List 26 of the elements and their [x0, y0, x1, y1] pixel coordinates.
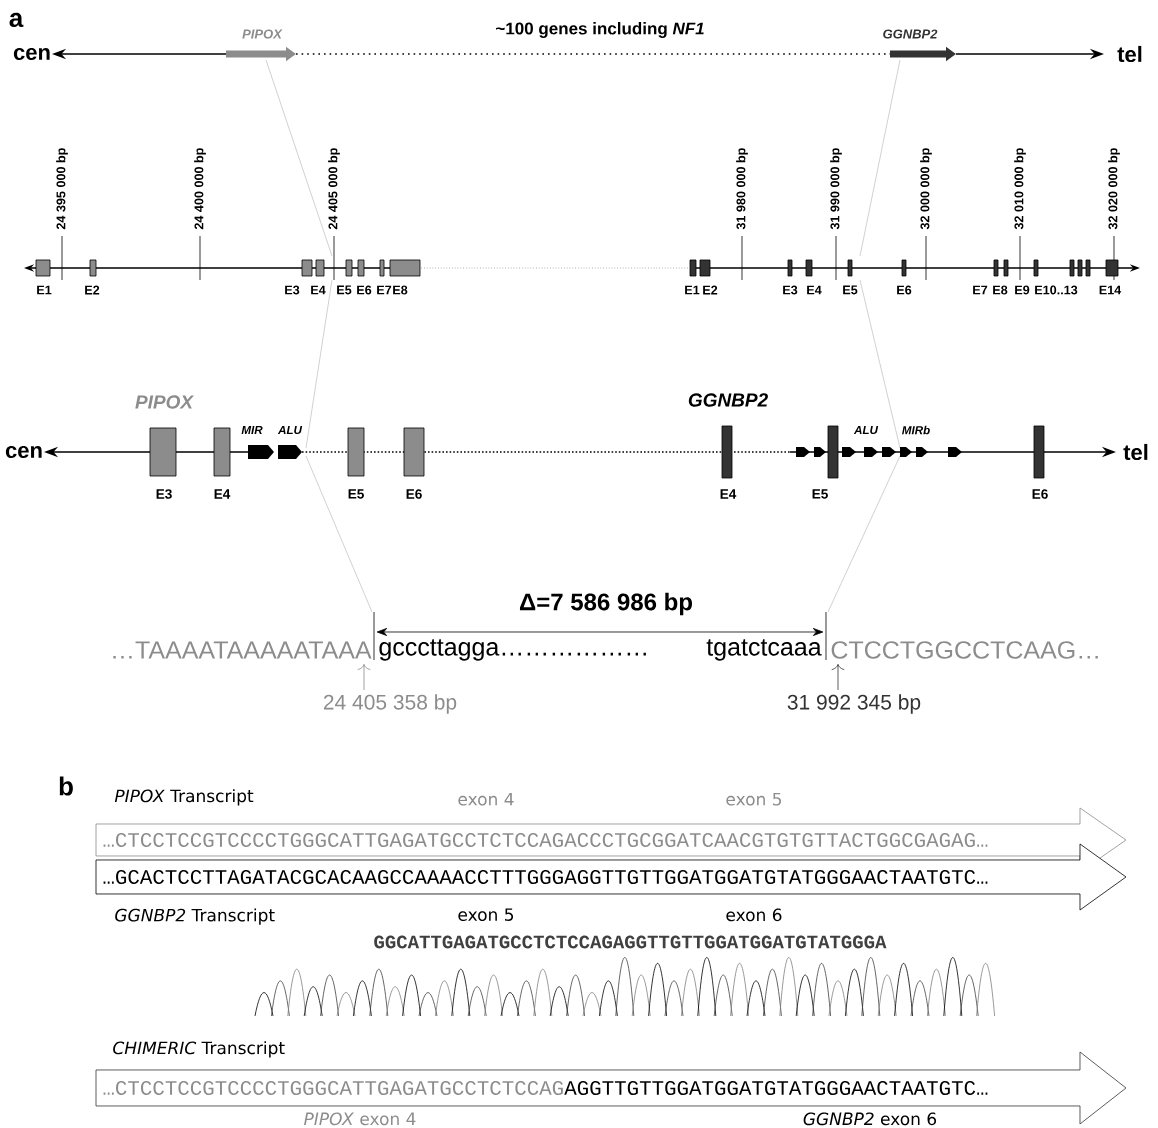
deletion-size-label: Δ=7 586 986 bp	[519, 592, 692, 616]
transcript-title: CHIMERIC Transcript	[113, 1041, 285, 1058]
base-call-sequence: GGCATTGAGATGCCTCTCCAGAGGTTGTTGGATGGATGTATGGGA	[374, 935, 887, 949]
exon-label: PIPOX exon 4	[304, 1112, 416, 1126]
region-label: ~100 genes including NF1	[496, 22, 704, 38]
panel-label: b	[59, 776, 73, 796]
exon-label: exon 4	[458, 792, 514, 806]
panel-label: a	[9, 12, 24, 28]
transcript-title: GGNBP2 Transcript	[115, 908, 275, 925]
exon-label: exon 5	[726, 792, 782, 806]
sequence-text: …TAAAATAAAAATAAA	[113, 641, 372, 659]
chromosome-end-label: cen	[5, 445, 42, 459]
transcript-title: PIPOX Transcript	[114, 789, 254, 806]
position-label: 31 992 345 bp	[787, 694, 921, 714]
exon-label: exon 5	[458, 908, 514, 922]
gene-label: PIPOX	[135, 395, 194, 409]
gene-label: GGNBP2	[688, 393, 768, 407]
chromosome-end-label: cen	[13, 47, 50, 61]
exon-label: exon 6	[726, 908, 782, 922]
exon-label: GGNBP2 exon 6	[803, 1112, 937, 1126]
sequence-text: gcccttagga………………	[379, 639, 646, 661]
chromosome-end-label: tel	[1117, 45, 1142, 63]
chromosome-end-label: tel	[1123, 443, 1148, 461]
position-label: 24 405 358 bp	[323, 694, 457, 714]
sequence-text: tgatctcaaa	[706, 639, 822, 661]
sequence-text: CTCCTGGCCTCAAG…	[831, 641, 1098, 659]
